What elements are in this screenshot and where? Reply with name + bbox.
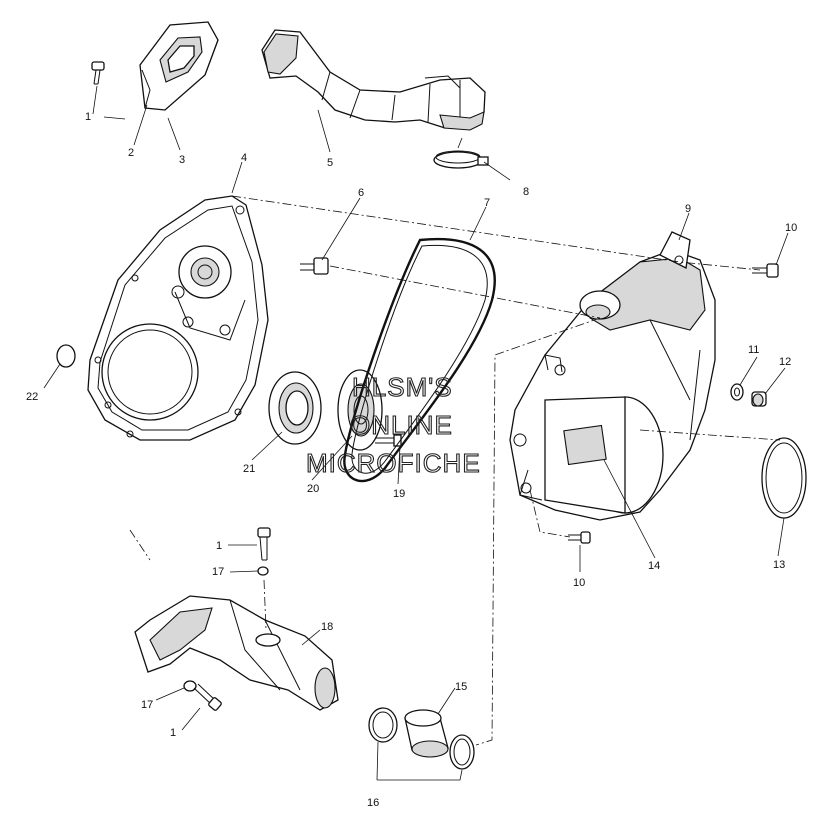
part-21-seal [268, 371, 322, 445]
part-15-sleeve [404, 709, 449, 758]
callout-15: 15 [455, 681, 467, 693]
part-4-inner-clutch-cover [87, 195, 269, 441]
part-6-bolt [300, 257, 329, 275]
callout-4: 4 [241, 152, 247, 164]
part-19-screw [375, 434, 402, 447]
part-1-screw-top [91, 61, 105, 85]
watermark-line-3: MICROFICHE [306, 448, 481, 478]
part-11-washer [730, 383, 744, 401]
callout-10-top: 10 [785, 222, 797, 234]
callout-19: 19 [393, 488, 405, 500]
callout-17-lower: 17 [141, 699, 153, 711]
leader-lines [43, 85, 789, 781]
part-18-exhaust-duct [134, 595, 339, 711]
callout-2: 2 [128, 147, 134, 159]
part-16-clamp-left [368, 707, 398, 743]
callout-9: 9 [685, 203, 691, 215]
part-2-3-intake-boot [139, 21, 219, 111]
callout-20: 20 [307, 483, 319, 495]
callout-1-lower: 1 [170, 727, 176, 739]
callout-11: 11 [748, 344, 759, 356]
part-7-drive-belt [343, 237, 496, 483]
part-10-screw-lower [568, 531, 591, 544]
part-17-washer-lower [183, 680, 197, 692]
part-20-bearing-plate [337, 369, 383, 451]
callout-1-mid: 1 [216, 540, 222, 552]
watermark-line-1: HLSM'S [352, 372, 453, 402]
callout-21: 21 [243, 463, 255, 475]
callout-13: 13 [773, 559, 785, 571]
callout-8: 8 [523, 186, 529, 198]
callout-16: 16 [367, 797, 379, 809]
callout-17-mid: 17 [212, 566, 224, 578]
callout-5: 5 [327, 157, 333, 169]
assembly-lines [129, 195, 781, 746]
part-16-clamp-right [449, 734, 475, 770]
part-10-screw-top [752, 263, 779, 278]
callout-1: 1 [85, 111, 91, 123]
callout-labels: 1 2 3 4 5 6 7 8 9 10 11 12 13 14 10 22 2… [26, 111, 797, 809]
callout-6: 6 [358, 187, 364, 199]
part-17-washer-mid [257, 566, 269, 576]
callout-22: 22 [26, 391, 38, 403]
part-8-hose-clamp [433, 150, 489, 169]
part-5-intake-duct [261, 29, 486, 131]
part-1-bolt-lower [193, 683, 222, 711]
callout-14: 14 [648, 560, 660, 572]
watermark: HLSM'S ONLINE MICROFICHE [305, 371, 481, 478]
watermark-line-2: ONLINE [350, 410, 453, 440]
callout-10-lower: 10 [573, 577, 585, 589]
callout-3: 3 [179, 154, 185, 166]
callout-12: 12 [779, 356, 791, 368]
part-9-outer-clutch-cover [509, 231, 716, 521]
callout-7: 7 [484, 197, 490, 209]
callout-18: 18 [321, 621, 333, 633]
part-22-plug [56, 344, 76, 368]
part-1-bolt-mid [257, 527, 271, 561]
part-12-knob [751, 391, 767, 407]
part-13-gasket [761, 437, 807, 519]
